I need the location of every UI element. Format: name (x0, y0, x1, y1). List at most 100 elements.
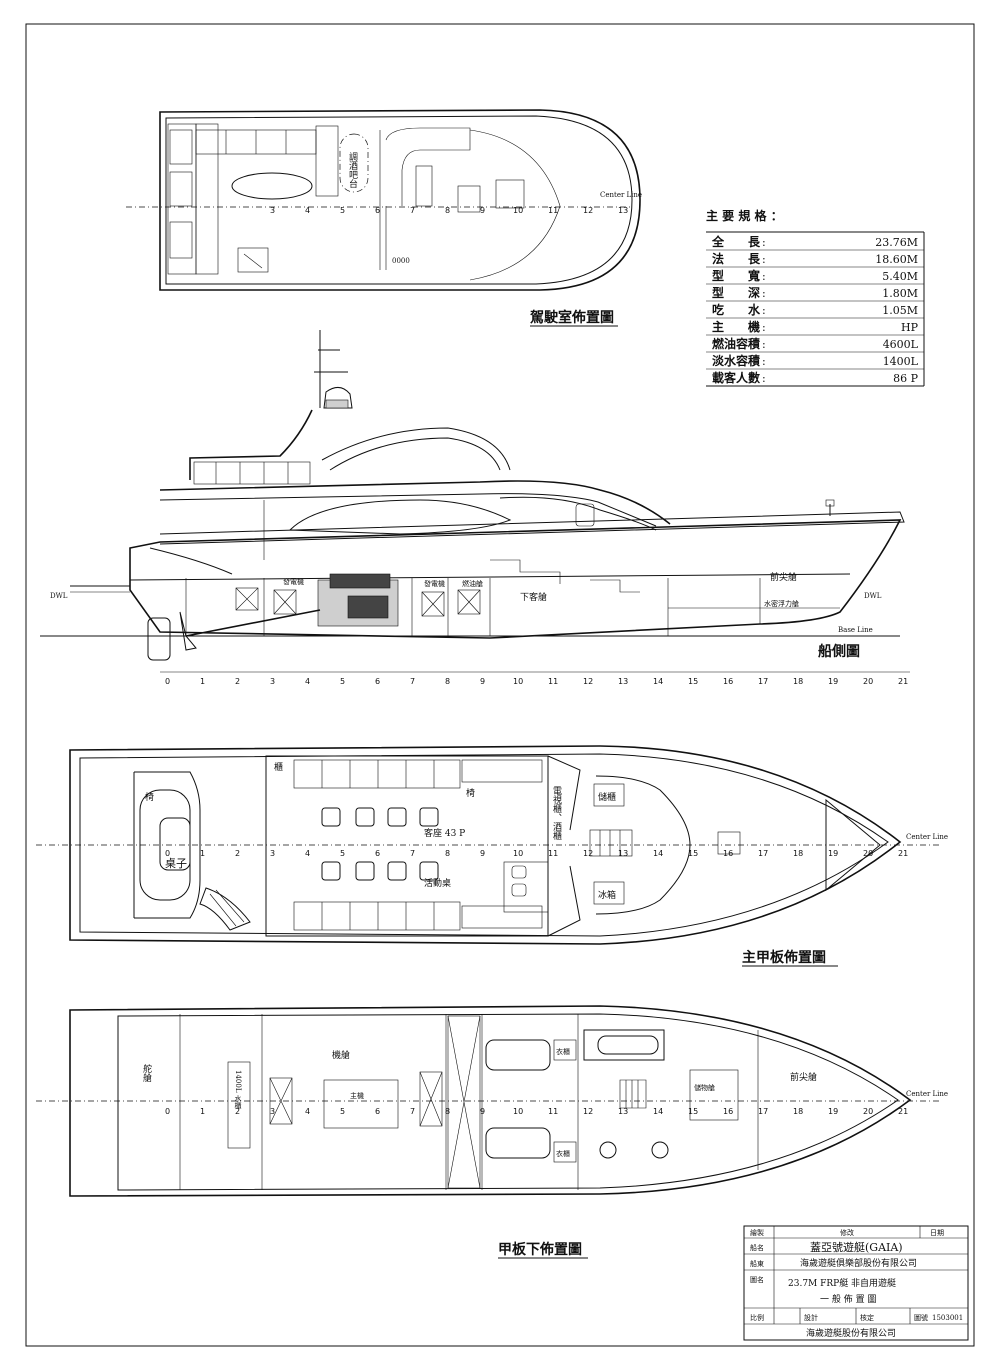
svg-text:2: 2 (235, 677, 240, 686)
svg-text:3: 3 (270, 677, 275, 686)
svg-text:13: 13 (618, 677, 628, 686)
seats-label: 客座 43 P (424, 827, 465, 839)
svg-text:8: 8 (445, 677, 450, 686)
svg-text:14: 14 (653, 849, 663, 858)
storage-label: 儲櫃 (598, 791, 616, 803)
wheelhouse-center-line: Center Line (600, 191, 642, 199)
svg-text:10: 10 (513, 677, 523, 686)
tb-company: 海歲遊艇股份有限公司 (806, 1327, 896, 1339)
title-block: 繪製 修改 日期 船名 蓋亞號遊艇(GAIA) 船東 海歲遊艇俱樂部股份有限公司… (743, 1225, 969, 1341)
svg-text::: : (762, 270, 766, 283)
svg-text:14: 14 (653, 677, 663, 686)
svg-text:1: 1 (200, 1107, 205, 1116)
fridge-label: 冰箱 (598, 889, 616, 901)
svg-text:19: 19 (828, 677, 838, 686)
profile-title: 船側圖 (818, 643, 860, 660)
svg-text:15: 15 (688, 1107, 698, 1116)
tb-header-revise: 修改 (840, 1228, 854, 1237)
main-deck-plan: Center Line 桌子 椅 客座 43 P 活動桌 椅 櫃 電視櫃、酒櫃 (36, 745, 948, 967)
svg-text::: : (762, 355, 766, 368)
svg-text:20: 20 (863, 1107, 873, 1116)
svg-text:0: 0 (165, 849, 170, 858)
svg-text:15: 15 (688, 677, 698, 686)
svg-text:燃油艙: 燃油艙 (462, 579, 483, 588)
tb-ship-name: 蓋亞號遊艇(GAIA) (810, 1240, 903, 1254)
tb-header-draw: 繪製 (750, 1228, 764, 1237)
main-deck-center-line: Center Line (906, 833, 948, 841)
svg-text:16: 16 (723, 677, 733, 686)
spec-row: 法 長:18.60M (712, 251, 918, 266)
profile-fore-peak: 前尖艙 (770, 571, 797, 583)
svg-text:1: 1 (200, 849, 205, 858)
svg-text:17: 17 (758, 849, 768, 858)
svg-text:1.80M: 1.80M (882, 287, 918, 300)
spec-row: 吃 水:1.05M (712, 302, 918, 317)
profile-view: DWL DWL Base Line 發電機 發電機 燃油艙 下客艙 前尖艙 水密… (40, 330, 910, 686)
svg-text::: : (762, 321, 766, 334)
tb-owner: 海歲遊艇俱樂部股份有限公司 (800, 1257, 917, 1269)
svg-text:0000: 0000 (392, 257, 410, 265)
svg-text:20: 20 (863, 849, 873, 858)
svg-text:型 寬: 型 寬 (712, 268, 760, 283)
svg-text:17: 17 (758, 677, 768, 686)
svg-text:18: 18 (793, 1107, 803, 1116)
spec-row: 載客人數:86 P (712, 370, 919, 385)
svg-text:5: 5 (340, 849, 345, 858)
svg-text:衣櫃: 衣櫃 (556, 1149, 570, 1158)
main-deck-title: 主甲板佈置圖 (742, 949, 826, 966)
svg-text:燃油容積: 燃油容積 (712, 336, 761, 351)
svg-text:21: 21 (898, 849, 908, 858)
svg-text:5: 5 (340, 1107, 345, 1116)
svg-text:HP: HP (901, 321, 919, 334)
tb-owner-label: 船東 (750, 1259, 764, 1268)
wheelhouse-title: 駕駛室佈置圖 (529, 309, 614, 326)
svg-text:2: 2 (235, 849, 240, 858)
lower-deck-center-line: Center Line (906, 1090, 948, 1098)
svg-text:2: 2 (235, 1107, 240, 1116)
svg-text:6: 6 (375, 849, 380, 858)
svg-text::: : (762, 304, 766, 317)
svg-text:8: 8 (445, 206, 450, 215)
svg-text:載客人數: 載客人數 (712, 370, 760, 385)
svg-text:13: 13 (618, 1107, 628, 1116)
svg-text:1: 1 (200, 677, 205, 686)
spec-row: 型 寬:5.40M (712, 268, 918, 283)
spec-row: 燃油容積: 4600L (712, 336, 919, 351)
svg-text:11: 11 (548, 849, 558, 858)
svg-text:4: 4 (305, 206, 310, 215)
svg-text:86 P: 86 P (893, 372, 918, 385)
svg-text:18: 18 (793, 849, 803, 858)
tb-drawing-no-label: 圖號 (914, 1313, 928, 1322)
tb-drawing-no: 1503001 (932, 1314, 963, 1322)
svg-text:19: 19 (828, 1107, 838, 1116)
spec-row: 淡水容積:1400L (712, 353, 919, 368)
svg-text:10: 10 (513, 206, 523, 215)
svg-text::: : (762, 338, 766, 351)
svg-text:10: 10 (513, 1107, 523, 1116)
steering-label: 舵艙 (141, 1063, 152, 1083)
svg-text:9: 9 (480, 1107, 485, 1116)
spec-row: 型 深:1.80M (712, 285, 918, 300)
svg-text:18.60M: 18.60M (875, 253, 918, 266)
tb-scale-label: 比例 (750, 1313, 764, 1322)
svg-text:發電機: 發電機 (283, 577, 304, 586)
tb-drawing-label: 圖名 (750, 1275, 764, 1284)
svg-text:4: 4 (305, 849, 310, 858)
saloon-chair-label: 椅 (466, 787, 475, 799)
tb-ship-label: 船名 (750, 1243, 764, 1252)
svg-text:淡水容積: 淡水容積 (712, 353, 761, 368)
svg-text:法 長: 法 長 (712, 251, 761, 266)
svg-text:主 機: 主 機 (712, 319, 760, 334)
profile-base-line: Base Line (838, 626, 873, 634)
svg-text:9: 9 (480, 677, 485, 686)
svg-text:14: 14 (653, 1107, 663, 1116)
svg-text:4600L: 4600L (883, 338, 919, 351)
svg-text:13: 13 (618, 849, 628, 858)
svg-text:6: 6 (375, 677, 380, 686)
spec-table: 主 要 規 格 ： 全 長:23.76M 法 長:18.60M 型 寬:5.40… (706, 208, 925, 387)
svg-text:0: 0 (165, 1107, 170, 1116)
